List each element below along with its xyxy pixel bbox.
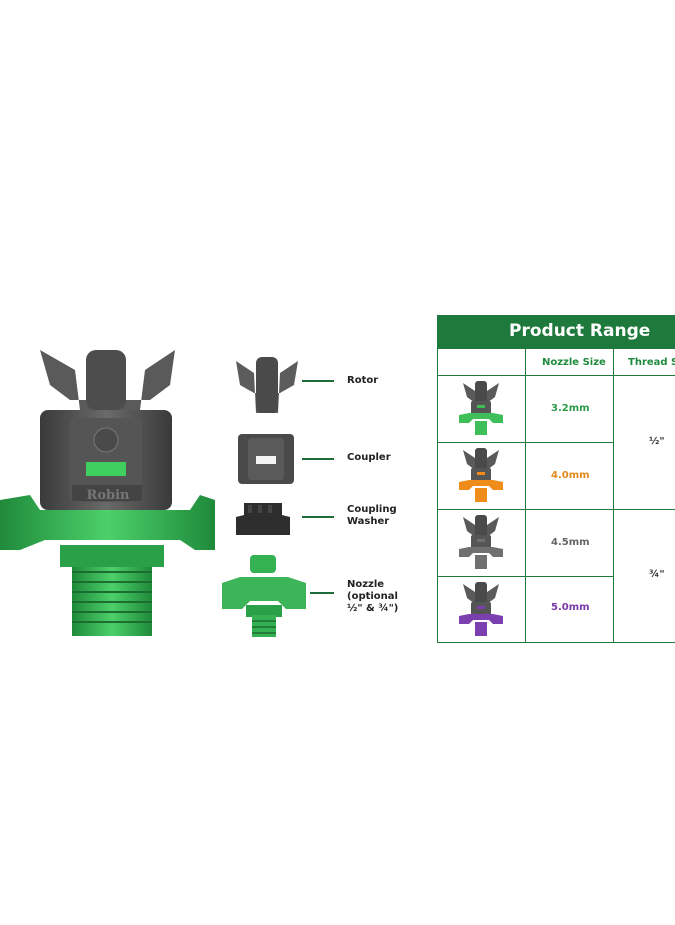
product-range-title-bar: Product Range — [437, 315, 675, 349]
rotor-label: Rotor — [347, 375, 379, 386]
header-nozzle-size: Nozzle Size — [542, 357, 606, 368]
sprinkler-assembly-image — [0, 350, 215, 636]
washer-label: Coupling Washer — [347, 504, 397, 527]
product-range-table: Product Range Nozzle Size Thread Si 3.2m… — [437, 315, 675, 643]
nozzle-size-4-0mm: 4.0mm — [551, 470, 590, 481]
coupler-image — [238, 434, 294, 484]
thread-size-three-quarter: ¾" — [649, 569, 665, 580]
header-thread-size: Thread Si — [628, 357, 675, 368]
nozzle-4-0mm-image — [459, 448, 503, 502]
brand-embossing: Robin — [86, 488, 130, 503]
washer-leader-line — [302, 516, 334, 518]
nozzle-4-5mm-image — [459, 515, 503, 569]
nozzle-size-3-2mm: 3.2mm — [551, 403, 590, 414]
nozzle-leader-line — [310, 592, 334, 594]
product-range-title: Product Range — [509, 321, 651, 341]
nozzle-size-4-5mm: 4.5mm — [551, 537, 590, 548]
nozzle-5-0mm-image — [459, 582, 503, 636]
coupler-leader-line — [302, 458, 334, 460]
thread-size-half: ½" — [649, 436, 665, 447]
product-range-grid — [437, 349, 675, 643]
nozzle-label: Nozzle (optional ½" & ¾") — [347, 579, 399, 614]
coupling-washer-image — [236, 503, 290, 535]
nozzle-image — [222, 555, 306, 637]
coupler-label: Coupler — [347, 452, 391, 463]
rotor-leader-line — [302, 380, 334, 382]
nozzle-3-2mm-image — [459, 381, 503, 435]
nozzle-size-5-0mm: 5.0mm — [551, 602, 590, 613]
rotor-image — [236, 357, 298, 413]
